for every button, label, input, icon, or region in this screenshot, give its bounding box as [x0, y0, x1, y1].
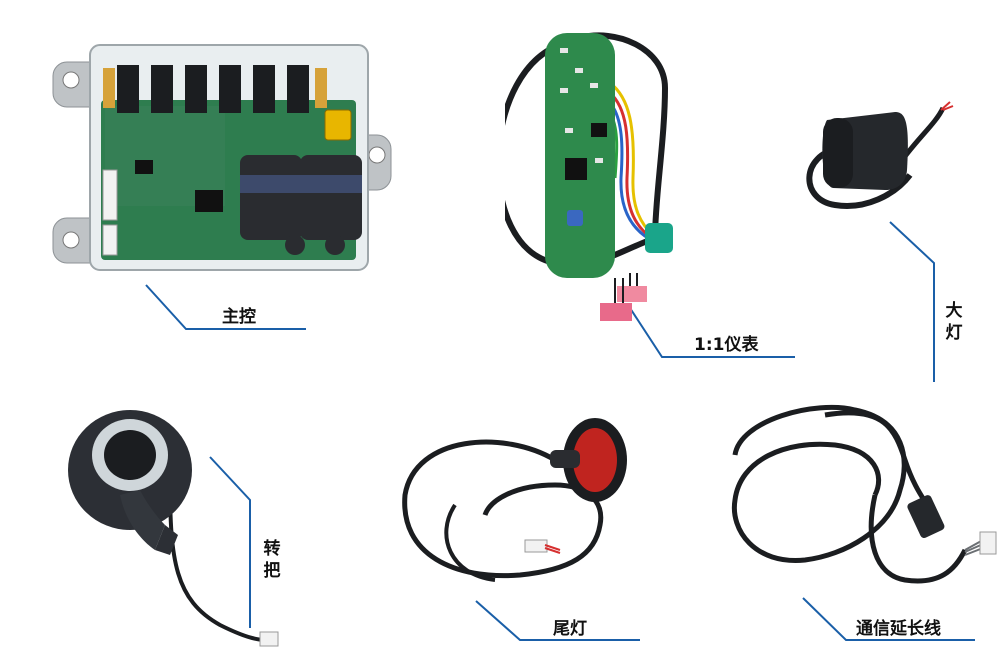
headlight-label: 大灯	[945, 301, 963, 343]
dashboard-leader-line	[627, 304, 795, 358]
throttle-leader-line	[209, 456, 251, 628]
extension-cable-leader-line	[802, 597, 975, 641]
extension-cable-photo	[731, 404, 997, 584]
dashboard-label: 1:1仪表	[694, 335, 759, 355]
headlight-leader-line	[889, 221, 935, 382]
dashboard-photo	[505, 32, 673, 321]
taillight-leader-line	[475, 600, 640, 641]
controller-leader-line	[145, 284, 306, 330]
controller-label: 主控	[222, 307, 256, 327]
controller-photo	[52, 44, 392, 271]
throttle-label: 转把	[263, 539, 281, 581]
extension-cable-label: 通信延长线	[856, 619, 941, 639]
taillight-photo	[402, 418, 627, 582]
taillight-label: 尾灯	[553, 619, 587, 639]
headlight-photo	[806, 101, 954, 209]
throttle-photo	[68, 410, 279, 647]
